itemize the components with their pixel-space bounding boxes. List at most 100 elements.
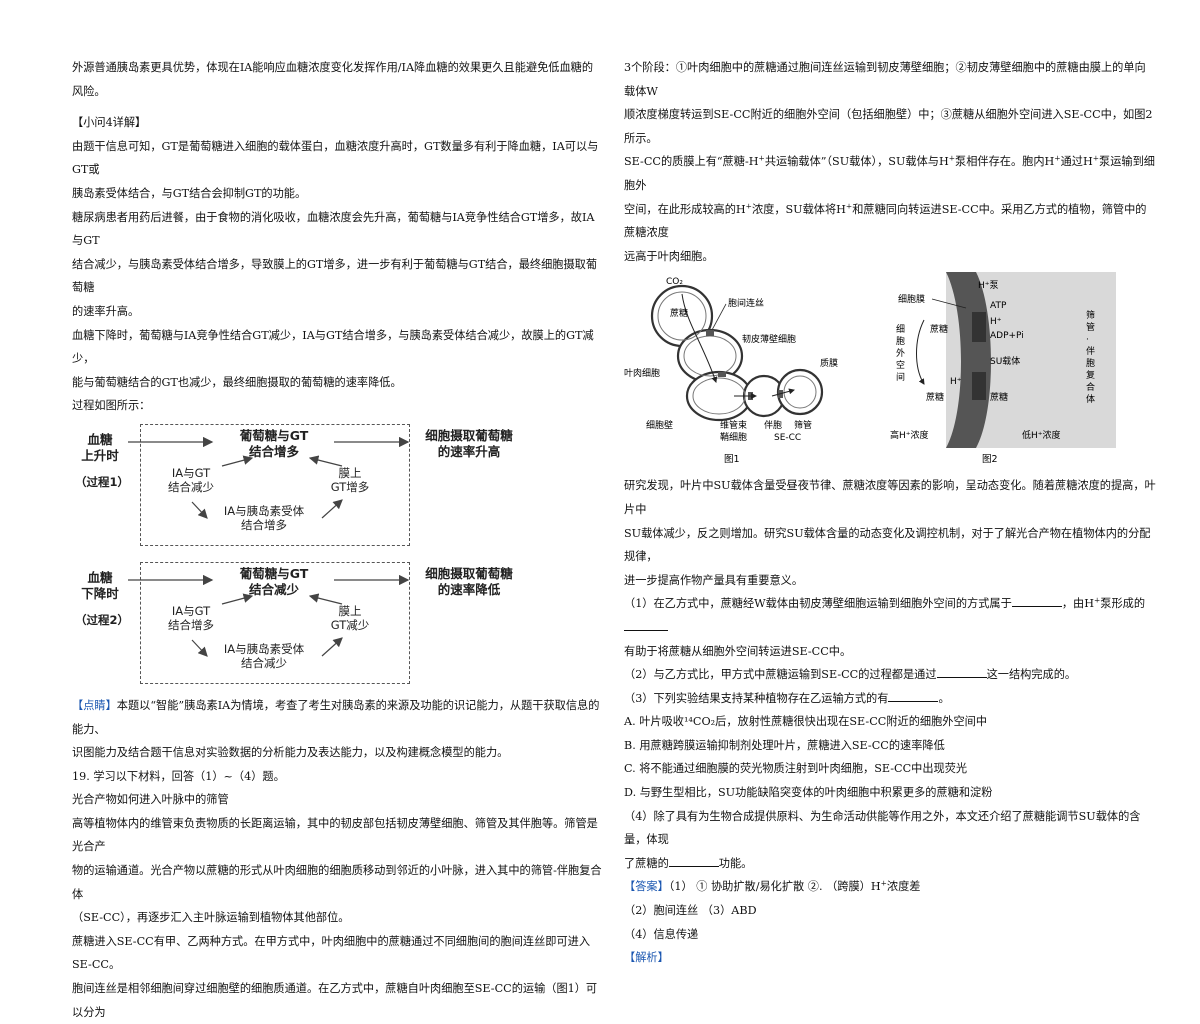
label-sucrose: 蔗糖: [670, 307, 688, 319]
option-b: B. 用蔗糖跨膜运输抑制剂处理叶片，蔗糖进入SE-CC的速率降低: [624, 738, 945, 752]
svg-text:胞: 胞: [1086, 357, 1095, 369]
paragraph: 空间，在此形成较高的H+浓度，SU载体将H+和蔗糖同向转运进SE-CC中。采用乙…: [624, 200, 1147, 240]
flow-arrows: [128, 436, 410, 519]
paragraph: 【点睛】本题以“智能”胰岛素IA为情境，考查了考生对胰岛素的来源及功能的识记能力…: [72, 698, 600, 736]
label-high-h: 高H⁺浓度: [890, 429, 929, 441]
svg-text:筛: 筛: [1086, 309, 1095, 321]
figure-2: H⁺泵 细胞膜 ATP ADP+Pi H⁺ 细 胞 外 空 间 蔗糖 SU载体 …: [886, 272, 1118, 469]
dashed-box: [140, 561, 410, 684]
paragraph: 物的运输通道。光合产物以蔗糖的形式从叶肉细胞的细胞质移动到邻近的小叶脉，进入其中…: [72, 864, 602, 901]
svg-text:间: 间: [896, 371, 905, 383]
label-sucrose-2: 蔗糖: [926, 391, 944, 403]
label-adp: ADP+Pi: [990, 331, 1024, 341]
label-vascular: 维管束: [720, 419, 747, 431]
label-mesophyll: 叶肉细胞: [624, 367, 660, 379]
figure-row: CO₂ 蔗糖 胞间连丝 韧皮薄壁细胞 质膜 叶肉细胞 细胞壁 维管束 鞘细胞 伴…: [624, 272, 1156, 472]
section-heading: 【小问4详解】: [72, 116, 147, 130]
answer-line-1: 【答案】（1） ① 协助扩散/易化扩散 ②. （跨膜）H+浓度差: [624, 878, 921, 894]
label-atp: ATP: [990, 301, 1007, 311]
option-d: D. 与野生型相比，SU功能缺陷突变体的叶肉细胞中积累更多的蔗糖和淀粉: [624, 786, 993, 800]
paragraph: （SE-CC），再逐步汇入主叶脉运输到植物体其他部位。: [72, 911, 350, 925]
paragraph: 蔗糖进入SE-CC有甲、乙两种方式。在甲方式中，叶肉细胞中的蔗糖通过不同细胞间的…: [72, 934, 591, 972]
node-bottom: IA与胰岛素受体结合增多: [223, 503, 305, 532]
label-su: SU载体: [990, 355, 1020, 367]
right-column: 3个阶段：①叶肉细胞中的蔗糖通过胞间连丝运输到韧皮薄壁细胞；②韧皮薄壁细胞中的蔗…: [624, 56, 1156, 970]
paragraph: 血糖下降时，葡萄糖与IA竞争性结合GT减少，IA与GT结合增多，与胰岛素受体结合…: [72, 328, 594, 366]
paragraph: 过程如图所示：: [72, 399, 151, 413]
label-cellwall: 细胞壁: [646, 419, 673, 431]
question-4-cont: 了蔗糖的功能。: [624, 852, 1156, 876]
label-parenchyma: 韧皮薄壁细胞: [742, 333, 796, 345]
trigger-label: 血糖上升时: [81, 431, 119, 463]
answer-blank: [888, 688, 939, 702]
svg-text:空: 空: [896, 359, 905, 371]
analysis-tag: 【解析】: [624, 951, 669, 965]
paragraph: 顺浓度梯度转运到SE-CC附近的细胞外空间（包括细胞壁）中；③蔗糖从细胞外空间进…: [624, 108, 1153, 145]
svg-text:复: 复: [1086, 369, 1095, 381]
label-low-h: 低H⁺浓度: [1022, 429, 1061, 441]
answer-blank: [668, 853, 719, 867]
question-1: （1）在乙方式中，蔗糖经W载体由韧皮薄壁细胞运输到细胞外空间的方式属于，由H+泵…: [624, 592, 1156, 639]
label-hpump: H⁺泵: [978, 280, 999, 291]
paragraph: 由题干信息可知，GT是葡萄糖进入细胞的载体蛋白，血糖浓度升高时，GT数量多有利于…: [72, 139, 599, 177]
article-title: 光合产物如何进入叶脉中的筛管: [72, 793, 229, 807]
option-a: A. 叶片吸收¹⁴CO₂后，放射性蔗糖很快出现在SE-CC附近的细胞外空间中: [624, 715, 988, 729]
paragraph: 胰岛素受体结合，与GT结合会抑制GT的功能。: [72, 186, 307, 200]
option-c: C. 将不能通过细胞膜的荧光物质注射到叶肉细胞，SE-CC中出现荧光: [624, 762, 968, 776]
plasmodesma-mark: [718, 372, 726, 378]
figure-1-caption: 图1: [724, 454, 740, 465]
svg-text:·: ·: [1086, 335, 1089, 345]
question-1-cont: 有助于将蔗糖从细胞外空间转运进SE-CC中。: [624, 644, 852, 658]
trigger-label: 血糖下降时: [81, 569, 119, 601]
label-plasmodesma: 胞间连丝: [728, 297, 764, 309]
paragraph: 糖尿病患者用药后进餐，由于食物的消化吸收，血糖浓度会先升高，葡萄糖与IA竞争性结…: [72, 210, 595, 248]
answer-line-3: （4）信息传递: [624, 927, 699, 941]
paragraph: 识图能力及结合题干信息对实验数据的分析能力及表达能力，以及构建概念模型的能力。: [72, 746, 509, 760]
result-node: 细胞摄取葡萄糖的速率升高: [425, 427, 513, 459]
svg-text:伴: 伴: [1086, 345, 1095, 357]
left-column: 外源普通胰岛素更具优势，体现在IA能响应血糖浓度变化发挥作用/IA降血糖的效果更…: [72, 56, 604, 1024]
paragraph: 研究发现，叶片中SU载体含量受昼夜节律、蔗糖浓度等因素的影响，呈动态变化。随着蔗…: [624, 479, 1156, 516]
answer-tag: 【答案】: [624, 880, 669, 894]
paragraph: SE-CC的质膜上有“蔗糖-H+共运输载体”（SU载体），SU载体与H+泵相伴存…: [624, 153, 1155, 192]
paragraph: 能与葡萄糖结合的GT也减少，最终细胞摄取的葡萄糖的速率降低。: [72, 375, 402, 389]
label-cell-membrane: 细胞膜: [898, 293, 925, 305]
paragraph: 胞间连丝是相邻细胞间穿过细胞壁的细胞质通道。在乙方式中，蔗糖自叶肉细胞至SE-C…: [72, 982, 598, 1019]
sieve-cell: [776, 369, 824, 416]
flow-arrows: [128, 574, 410, 657]
question-3: （3）下列实验结果支持某种植物存在乙运输方式的有。: [624, 687, 1156, 711]
su-carrier-block: [972, 372, 986, 401]
question-2: （2）与乙方式比，甲方式中蔗糖运输到SE-CC的过程都是通过这一结构完成的。: [624, 663, 1156, 687]
label-hplus: H⁺: [990, 317, 1002, 327]
svg-text:管: 管: [1086, 321, 1095, 333]
dashed-box: [140, 423, 410, 546]
label-sieve: 筛管: [794, 419, 812, 431]
plasmodesma-mark: [706, 330, 714, 337]
label-companion: 伴胞: [764, 419, 782, 431]
label-membrane: 质膜: [820, 357, 838, 369]
label-secc: SE-CC: [774, 433, 801, 443]
figure-1: CO₂ 蔗糖 胞间连丝 韧皮薄壁细胞 质膜 叶肉细胞 细胞壁 维管束 鞘细胞 伴…: [624, 272, 844, 469]
node-bottom: IA与胰岛素受体结合减少: [223, 641, 305, 670]
paragraph: 高等植物体内的维管束负责物质的长距离运输，其中的韧皮部包括韧皮薄壁细胞、筛管及其…: [72, 816, 598, 854]
figure-2-caption: 图2: [982, 454, 998, 465]
label-sheath: 鞘细胞: [720, 431, 747, 443]
paragraph: 进一步提高作物产量具有重要意义。: [624, 573, 804, 587]
question-4: （4）除了具有为生物合成提供原料、为生命活动供能等作用之外，本文还介绍了蔗糖能调…: [624, 809, 1141, 847]
svg-text:外: 外: [896, 347, 905, 359]
paragraph: 的速率升高。: [72, 304, 140, 318]
h-pump-block: [972, 312, 986, 343]
svg-text:体: 体: [1086, 393, 1095, 405]
svg-text:合: 合: [1086, 381, 1095, 393]
process-label: （过程1）: [74, 474, 129, 489]
answer-line-2: （2）胞间连丝 （3）ABD: [624, 904, 757, 918]
paragraph: 结合减少，与胰岛素受体结合增多，导致膜上的GT增多，进一步有利于葡萄糖与GT结合…: [72, 257, 598, 295]
